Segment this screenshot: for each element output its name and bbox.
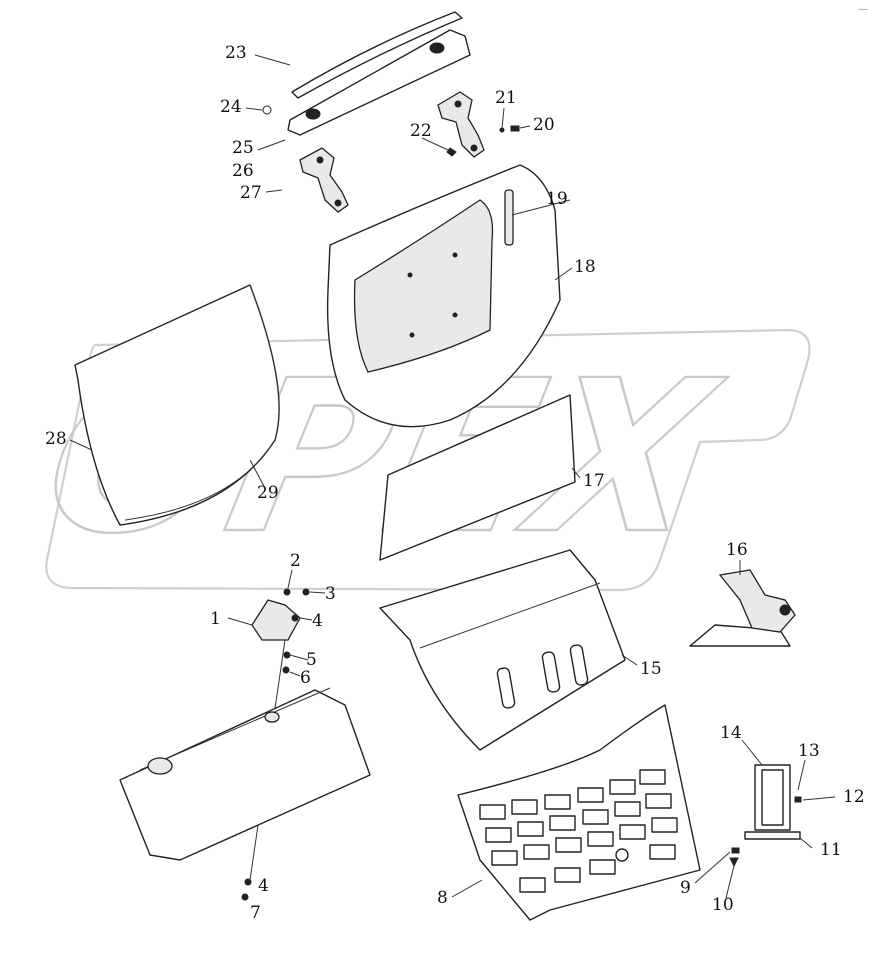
callout-20: 20 xyxy=(533,115,555,135)
corner-mark: — xyxy=(858,4,868,15)
callout-26: 26 xyxy=(232,161,254,181)
callout-15: 15 xyxy=(640,659,662,679)
callout-1: 1 xyxy=(210,609,221,629)
callout-14: 14 xyxy=(720,723,742,743)
part-17-glass-panel xyxy=(379,394,576,561)
part-19-handle xyxy=(504,189,514,246)
callout-13: 13 xyxy=(798,741,820,761)
callout-10: 10 xyxy=(712,895,734,915)
callout-5: 5 xyxy=(306,650,317,670)
callout-6: 6 xyxy=(300,668,311,688)
callout-4-lower: 4 xyxy=(258,876,269,896)
callout-21: 21 xyxy=(495,88,517,108)
callout-28: 28 xyxy=(45,429,67,449)
part-28-curved-panel xyxy=(74,284,280,526)
callout-7: 7 xyxy=(250,903,261,923)
part-15-floor-plate xyxy=(379,549,626,751)
callout-17: 17 xyxy=(583,471,605,491)
callout-27: 27 xyxy=(240,183,262,203)
callout-19: 19 xyxy=(546,189,568,209)
callout-8: 8 xyxy=(437,888,448,908)
callout-3: 3 xyxy=(325,584,336,604)
callout-22: 22 xyxy=(410,121,432,141)
tool-box xyxy=(119,687,371,861)
part-1-bracket xyxy=(251,588,310,641)
part-20-22-hinge-right xyxy=(437,91,520,158)
callout-25: 25 xyxy=(232,138,254,158)
callout-2: 2 xyxy=(290,551,301,571)
part-14-holder xyxy=(729,764,802,868)
callout-9: 9 xyxy=(680,878,691,898)
callout-labels: 1 2 3 4 5 6 4 7 8 9 10 11 12 13 14 15 16… xyxy=(45,43,865,923)
leader-lines xyxy=(69,54,836,899)
callout-29: 29 xyxy=(257,483,279,503)
part-25-light-bar xyxy=(287,29,471,136)
part-8-floor-mat xyxy=(457,704,701,921)
part-23-top-rail xyxy=(291,11,463,99)
part-24-bolt xyxy=(262,105,272,115)
part-27-hinge-left xyxy=(299,147,349,213)
part-18-hood xyxy=(326,164,561,428)
callout-16: 16 xyxy=(726,540,748,560)
callout-12: 12 xyxy=(843,787,865,807)
floor-mat-grid xyxy=(479,769,678,893)
part-16-pedal-bracket xyxy=(689,569,796,647)
callout-23: 23 xyxy=(225,43,247,63)
callout-24: 24 xyxy=(220,97,242,117)
callout-4: 4 xyxy=(312,611,323,631)
callout-18: 18 xyxy=(574,257,596,277)
callout-11: 11 xyxy=(820,840,842,860)
